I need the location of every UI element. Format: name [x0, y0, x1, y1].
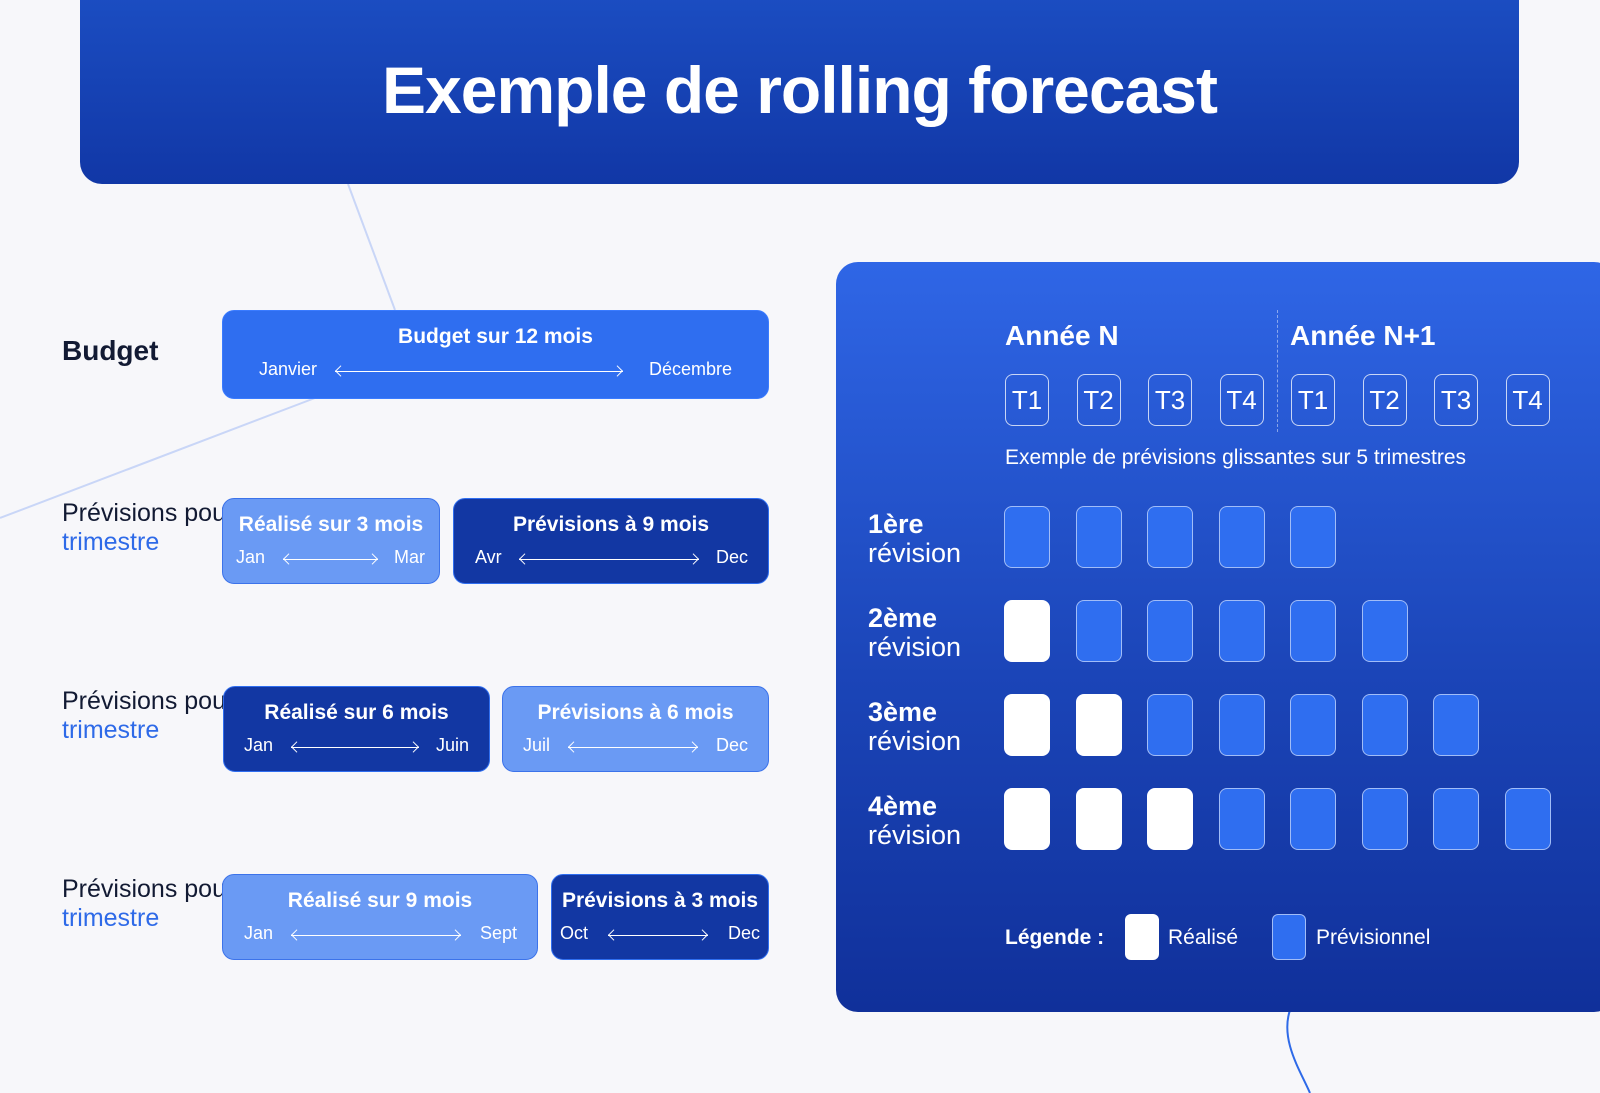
label-highlight: trimestre — [62, 716, 160, 744]
bar-start: Jan — [236, 547, 266, 567]
range-arrow — [608, 935, 708, 936]
quarter-label-3: T3 — [1148, 374, 1192, 426]
bar-start: Juil — [523, 735, 551, 755]
revision-word: révision — [868, 538, 962, 568]
bar-title: Réalisé sur 6 mois — [264, 701, 449, 724]
prevision-cell — [1075, 600, 1122, 662]
prevision-cell — [1218, 506, 1265, 568]
bar-title: Budget sur 12 mois — [398, 325, 593, 348]
quarter-label-2: T2 — [1076, 374, 1121, 426]
quarter-label-5: T1 — [1291, 374, 1335, 426]
bar-end: Sept — [479, 923, 517, 943]
quarter-label-6: T2 — [1362, 374, 1407, 426]
bar-title: Prévisions à 9 mois — [512, 513, 710, 536]
bar-start: Oct — [560, 923, 589, 943]
revision-word: révision — [868, 820, 962, 850]
bar-title: Prévisions à 3 mois — [561, 889, 759, 912]
label-highlight: trimestre — [62, 904, 160, 932]
range-arrow — [519, 559, 699, 560]
prevision-cell — [1290, 600, 1336, 662]
prevision-cell — [1361, 600, 1408, 662]
realise-cell — [1075, 788, 1122, 850]
realise-cell — [1004, 694, 1050, 756]
label-highlight: trimestre — [62, 528, 160, 556]
q2-prevision-bar: Prévisions à 9 mois Avr Dec — [453, 498, 769, 584]
legend-prevision-swatch — [1272, 914, 1306, 960]
prevision-cell — [1433, 788, 1479, 850]
realise-cell — [1147, 788, 1193, 850]
realise-cell — [1004, 788, 1050, 850]
range-arrow — [283, 559, 378, 560]
budget-label: Budget — [62, 335, 159, 366]
revision-number: 2ème — [868, 603, 938, 633]
legend-realise-label: Réalisé — [1168, 926, 1239, 949]
revision-number: 1ère — [868, 509, 924, 539]
panel-subtitle: Exemple de prévisions glissantes sur 5 t… — [1005, 446, 1467, 469]
revision-number: 3ème — [868, 697, 938, 727]
bar-start: Avr — [475, 547, 502, 567]
quarter-label-4: T4 — [1219, 374, 1264, 426]
revision-word: révision — [868, 632, 962, 662]
quarter-label-8: T4 — [1505, 374, 1550, 426]
prevision-cell — [1218, 788, 1265, 850]
range-arrow — [291, 935, 461, 936]
year-n1-header: Année N+1 — [1290, 320, 1436, 351]
prevision-cell — [1075, 506, 1122, 568]
range-arrow — [291, 747, 419, 748]
legend-prevision-label: Prévisionnel — [1316, 926, 1431, 949]
bar-end: Dec — [715, 547, 748, 567]
bar-title: Réalisé sur 3 mois — [238, 513, 424, 536]
prevision-cell — [1147, 506, 1193, 568]
page-title: Exemple de rolling forecast — [382, 53, 1218, 127]
range-arrow — [335, 371, 623, 372]
bar-end: Dec — [727, 923, 760, 943]
title-banner: Exemple de rolling forecast — [80, 0, 1519, 184]
quarter-label-7: T3 — [1434, 374, 1478, 426]
prevision-cell — [1004, 506, 1050, 568]
range-arrow — [568, 747, 698, 748]
q2-realise-bar: Réalisé sur 3 mois Jan Mar — [222, 498, 440, 584]
prevision-cell — [1147, 600, 1193, 662]
year-divider — [1277, 310, 1278, 432]
legend-title: Légende : — [1005, 926, 1105, 949]
legend-realise-swatch — [1125, 914, 1159, 960]
quarter-label-1: T1 — [1005, 374, 1049, 426]
prevision-cell — [1218, 600, 1265, 662]
q3-realise-bar: Réalisé sur 6 mois Jan Juin — [223, 686, 490, 772]
prevision-cell — [1290, 506, 1336, 568]
forecast-panel: Année N Année N+1 T1 T2 T3 T4 T1 T2 T3 T4 Exemp… — [836, 262, 1600, 1012]
bar-end: Juin — [435, 735, 469, 755]
prevision-cell — [1361, 788, 1408, 850]
revision-word: révision — [868, 726, 962, 756]
bar-end: Mar — [394, 547, 425, 567]
q4-realise-bar: Réalisé sur 9 mois Jan Sept — [222, 874, 538, 960]
prevision-cell — [1504, 788, 1551, 850]
revision-number: 4ème — [868, 791, 938, 821]
bar-end: Décembre — [648, 359, 732, 379]
prevision-cell — [1433, 694, 1479, 756]
realise-cell — [1075, 694, 1122, 756]
budget-bar: Budget sur 12 mois Janvier Décembre — [222, 310, 769, 399]
prevision-cell — [1218, 694, 1265, 756]
q3-prevision-bar: Prévisions à 6 mois Juil Dec — [502, 686, 769, 772]
bar-start: Jan — [244, 923, 274, 943]
prevision-cell — [1290, 788, 1336, 850]
bar-start: Jan — [244, 735, 274, 755]
bar-title: Réalisé sur 9 mois — [287, 889, 473, 912]
year-n-header: Année N — [1005, 320, 1119, 351]
bar-end: Dec — [715, 735, 748, 755]
bar-start: Janvier — [259, 359, 318, 379]
bar-title: Prévisions à 6 mois — [537, 701, 734, 724]
prevision-cell — [1290, 694, 1336, 756]
prevision-cell — [1361, 694, 1408, 756]
prevision-cell — [1147, 694, 1193, 756]
q4-prevision-bar: Prévisions à 3 mois Oct Dec — [551, 874, 769, 960]
realise-cell — [1004, 600, 1050, 662]
